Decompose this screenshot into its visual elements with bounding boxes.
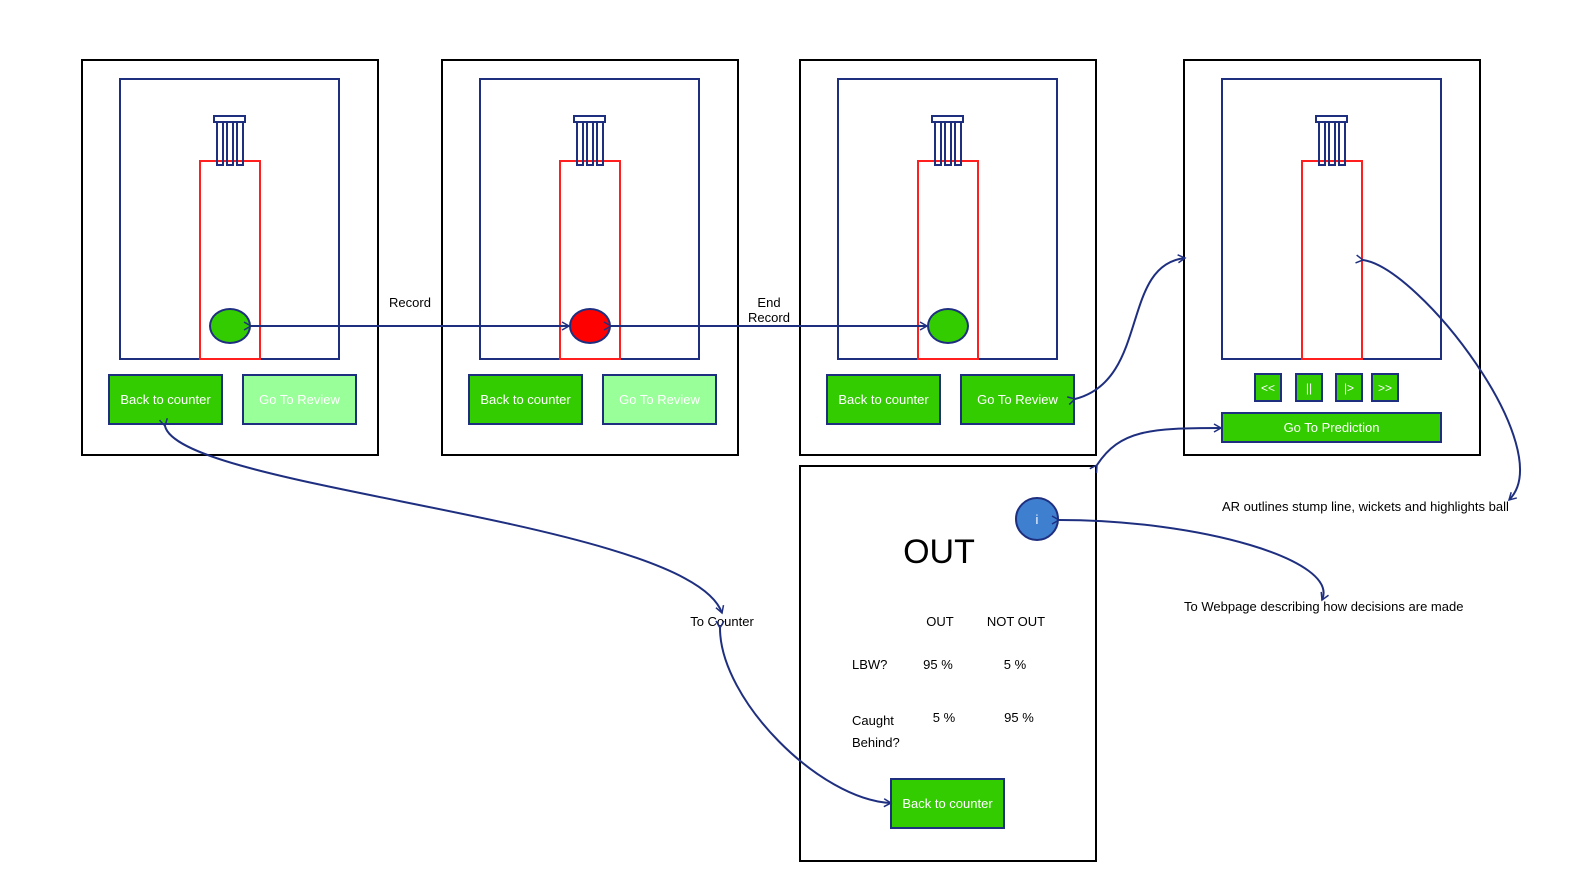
wicket-icon	[573, 115, 606, 166]
play-button[interactable]: |>	[1335, 373, 1363, 402]
row-label-caught-behind: Caught Behind?	[852, 713, 900, 750]
pitch-outline	[917, 160, 979, 360]
ball-marker	[209, 308, 251, 344]
back-to-counter-button[interactable]: Back to counter	[890, 778, 1005, 829]
column-not-out: NOT OUT	[986, 614, 1046, 629]
column-out: OUT	[926, 614, 954, 629]
verdict-title: OUT	[903, 533, 975, 571]
go-to-review-button[interactable]: Go To Review	[960, 374, 1075, 425]
wicket-icon	[213, 115, 246, 166]
row-label-lbw: LBW?	[852, 657, 888, 672]
lbw-out-value: 95 %	[923, 657, 953, 672]
pitch-outline	[559, 160, 621, 360]
pitch-outline	[199, 160, 261, 360]
lbw-not-out-value: 5 %	[1003, 657, 1027, 672]
go-to-prediction-button[interactable]: Go To Prediction	[1221, 412, 1442, 443]
caught-not-out-value: 95 %	[1004, 710, 1034, 725]
flow-label-end-record: End Record	[748, 295, 790, 325]
arrow-webpage	[1051, 515, 1329, 602]
record-indicator[interactable]	[569, 308, 611, 344]
flow-label-record: Record	[389, 295, 431, 310]
pitch-outline	[1301, 160, 1363, 360]
back-to-counter-button[interactable]: Back to counter	[468, 374, 583, 425]
caught-out-value: 5 %	[932, 710, 956, 725]
flow-label-to-counter: To Counter	[690, 614, 754, 629]
go-to-review-button[interactable]: Go To Review	[242, 374, 357, 425]
ball-marker	[927, 308, 969, 344]
wicket-icon	[1315, 115, 1348, 166]
back-to-counter-button[interactable]: Back to counter	[108, 374, 223, 425]
back-to-counter-button[interactable]: Back to counter	[826, 374, 941, 425]
ar-annotation: AR outlines stump line, wickets and high…	[1222, 499, 1509, 514]
webpage-annotation: To Webpage describing how decisions are …	[1184, 599, 1464, 614]
fast-forward-button[interactable]: >>	[1371, 373, 1399, 402]
info-icon[interactable]: i	[1015, 497, 1059, 541]
pause-button[interactable]: ||	[1295, 373, 1323, 402]
rewind-button[interactable]: <<	[1254, 373, 1282, 402]
go-to-review-button[interactable]: Go To Review	[602, 374, 717, 425]
wicket-icon	[931, 115, 964, 166]
